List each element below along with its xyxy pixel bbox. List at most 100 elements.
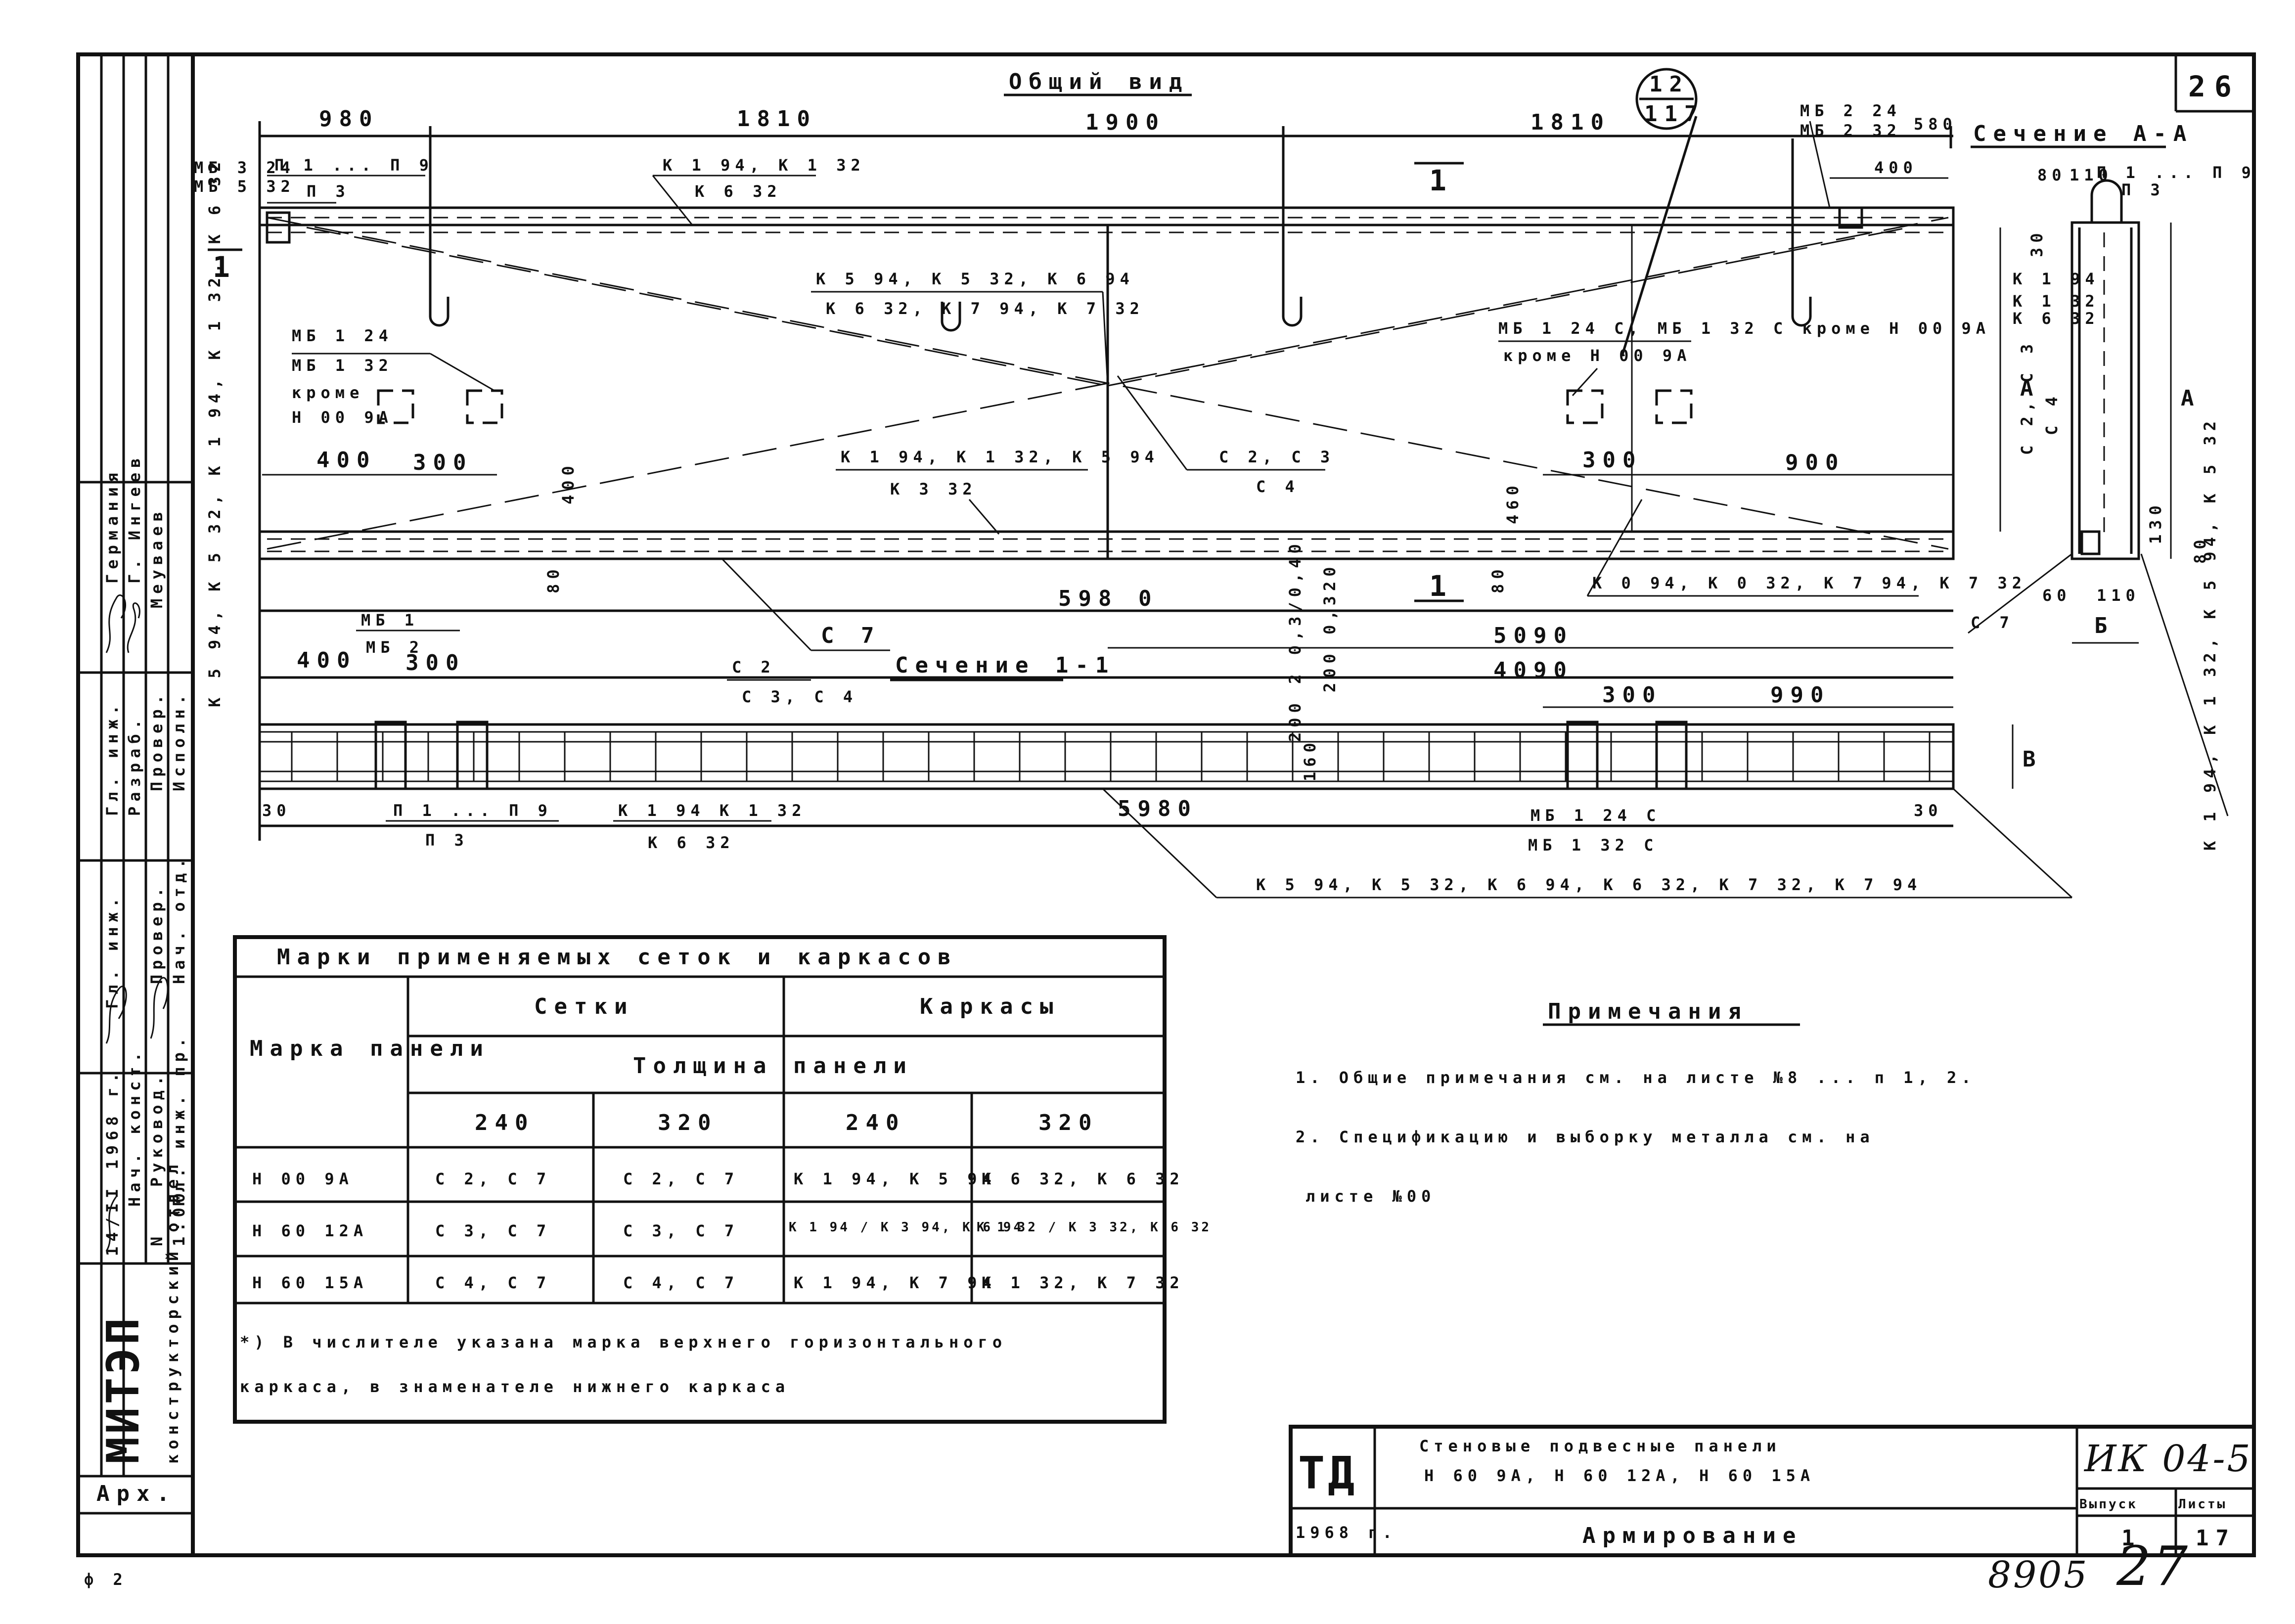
section-11-vdim: 200 2 0,3/0,40 bbox=[1286, 539, 1305, 742]
callout-bottom: 117 bbox=[1644, 101, 1704, 127]
aa-p3: П 3 bbox=[2121, 180, 2165, 199]
aa-B: Б bbox=[2094, 613, 2115, 638]
label-mb1-left-2: МБ 1 32 bbox=[292, 356, 393, 375]
stirrups bbox=[291, 732, 1931, 781]
table-row-k320: К 1 32 / К 3 32, К 6 32 bbox=[977, 1220, 1212, 1235]
label-mb-top-right-2: МБ 2 32 bbox=[1800, 121, 1901, 140]
dim-980: 980 bbox=[319, 106, 379, 132]
stamp-n: N bbox=[147, 1232, 166, 1246]
dim-1810-right: 1810 bbox=[1530, 110, 1611, 135]
notes-title: Примечания bbox=[1548, 999, 1748, 1024]
stamp-row: Гл. инж. bbox=[103, 893, 122, 1009]
stamp-row: Гл. инж. bbox=[103, 700, 122, 816]
table-row-n240: С 4, С 7 bbox=[435, 1273, 551, 1292]
dim-300-left: 300 bbox=[413, 450, 473, 475]
table-th-240-n: 240 bbox=[475, 1110, 535, 1135]
handwritten-page: 27 bbox=[2116, 1534, 2190, 1598]
dim-400-left: 400 bbox=[316, 448, 376, 473]
table-th-320-k: 320 bbox=[1038, 1110, 1098, 1135]
table-row-mark: Н 60 12А bbox=[252, 1221, 368, 1240]
label-section-1-bottom: 1 bbox=[1429, 569, 1455, 603]
label-section-1-left: 1 bbox=[213, 250, 239, 284]
dim-460-vertical: 460 bbox=[1503, 481, 1522, 524]
dim-1810-left: 1810 bbox=[737, 106, 817, 132]
table-row-mark: Н 60 15А bbox=[252, 1273, 368, 1292]
dim-30-left: 30 bbox=[262, 801, 291, 820]
table-row-n240: С 3, С 7 bbox=[435, 1221, 551, 1240]
label-k632-11: К 6 32 bbox=[648, 833, 735, 852]
bottom-left-mark: ф 2 bbox=[84, 1570, 128, 1589]
dim-300-11-left: 300 bbox=[405, 650, 465, 676]
general-view-title: Общий вид bbox=[1009, 69, 1189, 94]
dim-total: 598 0 bbox=[1058, 586, 1158, 611]
aa-s2s3: С 2, С 3 bbox=[2018, 339, 2036, 455]
dim-5980: 5980 bbox=[1118, 796, 1198, 821]
label-s7: С 7 bbox=[821, 623, 881, 648]
label-k194-k132: К 1 94, К 1 32 bbox=[663, 156, 865, 175]
title-year: 1968 г. bbox=[1296, 1523, 1397, 1542]
title-block: ТД 1968 г. Стеновые подвесные панели Н 6… bbox=[1289, 1425, 2256, 1557]
sheet-frame bbox=[76, 52, 2256, 1557]
title-main-2: Н 60 9А, Н 60 12А, Н 60 15А bbox=[1424, 1466, 1815, 1485]
label-mb-top-right: МБ 2 24 bbox=[1800, 101, 1901, 120]
table-title: Марки применяемых сеток и каркасов bbox=[277, 945, 958, 970]
title-sheet: 17 bbox=[2196, 1526, 2236, 1551]
top-dimension-chain: 980 1810 1 900 1810 580 bbox=[258, 106, 1957, 841]
title-issue: 1 bbox=[2121, 1526, 2142, 1551]
title-subtitle: Армирование bbox=[1582, 1523, 1802, 1548]
label-s2-11: С 2 bbox=[732, 658, 775, 677]
dim-990-11: 990 bbox=[1770, 682, 1830, 708]
label-mb1-right: МБ 1 24 С, МБ 1 32 С кроме Н 00 9А bbox=[1498, 319, 1990, 338]
aa-s7: С 7 bbox=[1971, 613, 2014, 632]
table-row-n320: С 2, С 7 bbox=[623, 1170, 739, 1188]
label-p3: П 3 bbox=[307, 182, 350, 201]
table-row-n240: С 2, С 7 bbox=[435, 1170, 551, 1188]
org-name: МИТЭП bbox=[97, 1315, 149, 1464]
stamp-row: Руковод. bbox=[147, 1071, 166, 1187]
dim-A: А bbox=[2020, 376, 2040, 401]
label-mb1-left-4: Н 00 9А bbox=[292, 408, 393, 427]
dim-30-right: 30 bbox=[1914, 801, 1943, 820]
org-department: конструкторский отдел bbox=[163, 1160, 182, 1464]
aa-dim-110: 110 bbox=[2070, 166, 2113, 184]
title-code: ИК 04-5 bbox=[2083, 1438, 2252, 1480]
callout-top: 12 bbox=[1649, 72, 1689, 97]
table-col-frames: Каркасы bbox=[920, 994, 1060, 1019]
table-col-nets: Сетки bbox=[534, 994, 634, 1019]
signatures bbox=[105, 594, 169, 1252]
section-aa-title: Сечение А-А bbox=[1973, 121, 2193, 146]
dim-580: 580 bbox=[1914, 115, 1957, 134]
label-mb-left: МБ 3 24 bbox=[194, 158, 295, 177]
notes: Примечания 1. Общие примечания см. на ли… bbox=[1296, 999, 1971, 1206]
aa-dim-60: 60 bbox=[2042, 586, 2071, 605]
dim-5090: 5090 bbox=[1493, 623, 1574, 648]
aa-dim-80: 80 bbox=[2037, 166, 2067, 184]
aa-dim-30: 30 bbox=[2027, 228, 2046, 257]
aa-bottom-labels: К 1 94, К 1 32, К 5 94, К 5 32 bbox=[2201, 416, 2219, 851]
stamp-row: Разраб. bbox=[125, 715, 144, 816]
aa-k632: К 6 32 bbox=[2013, 309, 2100, 328]
stamp-row: Нач. конст. bbox=[125, 1047, 144, 1207]
label-k632: К 6 32 bbox=[695, 182, 782, 201]
general-view-labels: МБ 3 24 МБ 5 32 П 1 ... П 9 П 3 К 1 94, … bbox=[194, 101, 2040, 707]
label-mb1-left: МБ 1 24 bbox=[292, 326, 393, 345]
left-vertical-labels: К 5 94, К 5 32, К 1 94, К 1 32, К 6 32 bbox=[205, 157, 224, 707]
section-11-vdim-2: 200 0,320 bbox=[1320, 562, 1339, 692]
dim-300-11: 300 bbox=[1602, 682, 1662, 708]
label-s3s4-11: С 3, С 4 bbox=[742, 687, 857, 706]
left-stamp-text: Германия Г. Ингеев Меуваев Провер. Испол… bbox=[96, 453, 188, 1506]
label-s4: С 4 bbox=[1256, 477, 1300, 496]
title-issue-label: Выпуск bbox=[2079, 1497, 2138, 1512]
left-stamp bbox=[78, 54, 193, 1515]
table-th-240-k: 240 bbox=[846, 1110, 905, 1135]
table-footnote-1: *) В числителе указана марка верхнего го… bbox=[240, 1333, 1007, 1352]
table-row-k240: К 1 94, К 7 94 bbox=[794, 1273, 996, 1292]
dim-80-left: 80 bbox=[544, 564, 563, 593]
label-section-1: 1 bbox=[1429, 164, 1455, 197]
label-mb2-11: МБ 2 bbox=[366, 638, 424, 657]
dim-400-vertical: 400 bbox=[559, 461, 578, 504]
aa-k132: К 1 32 bbox=[2013, 292, 2100, 311]
stamp-row: Г. Ингеев bbox=[125, 453, 144, 584]
title-main-1: Стеновые подвесные панели bbox=[1419, 1437, 1781, 1455]
dim-900-right: 900 bbox=[1785, 450, 1845, 475]
